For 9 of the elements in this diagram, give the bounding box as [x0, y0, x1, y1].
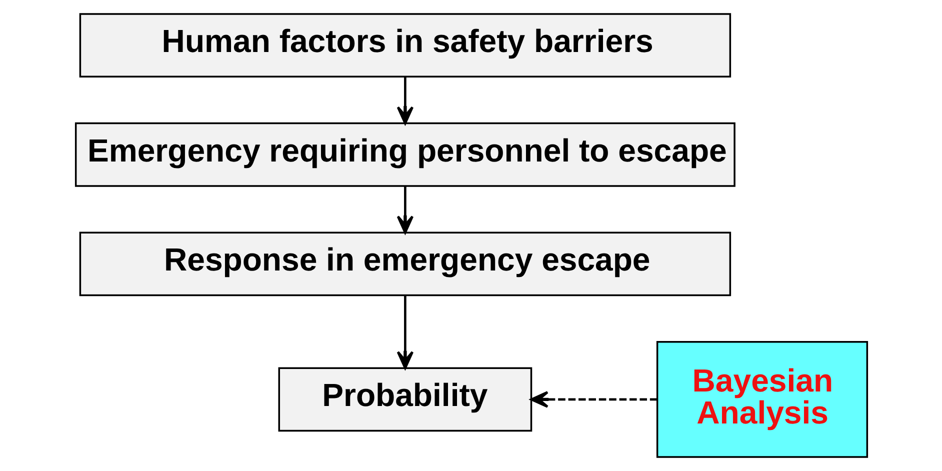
node-box: Probability — [278, 367, 532, 432]
arrow — [396, 186, 414, 234]
node-box: Human factors in safety barriers — [78, 13, 731, 78]
node-box: Response in emergency escape — [78, 232, 731, 296]
arrow — [396, 295, 414, 370]
node-box: Emergency requiring personnel to escape — [74, 122, 735, 187]
arrow — [530, 391, 657, 408]
node-box: Bayesian Analysis — [656, 341, 868, 458]
arrow — [396, 76, 414, 124]
